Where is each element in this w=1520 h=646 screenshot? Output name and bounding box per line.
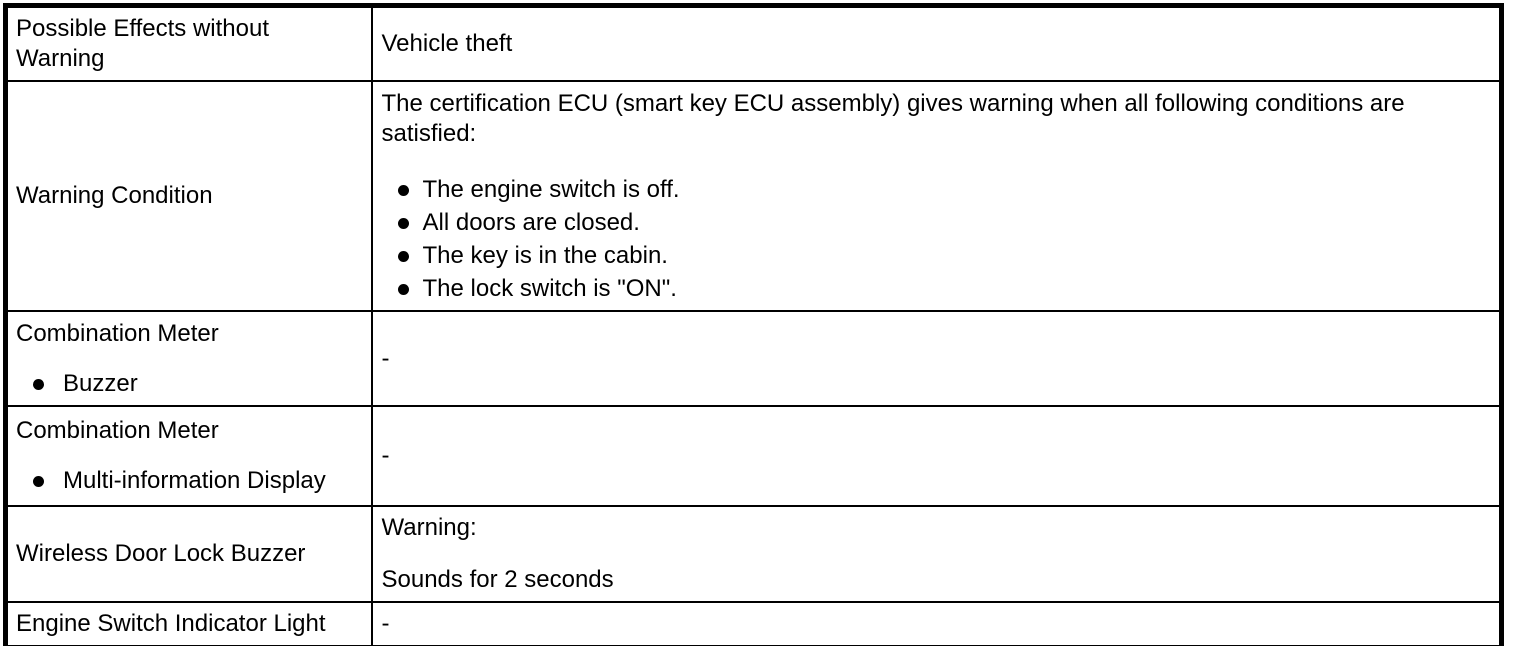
list-item-text: The key is in the cabin.: [422, 242, 668, 269]
row-value-detail: Sounds for 2 seconds: [381, 566, 614, 593]
list-item-text: The engine switch is off.: [422, 176, 680, 203]
list-item-text: The lock switch is "ON".: [422, 275, 677, 302]
bullet-icon: [397, 218, 409, 229]
label-bullet-line: Multi-information Display: [16, 466, 359, 496]
row-value-cell: The certification ECU (smart key ECU ass…: [370, 80, 1503, 312]
row-value-cell: Warning: Sounds for 2 seconds: [370, 505, 1503, 603]
list-item: The lock switch is "ON".: [382, 274, 1488, 304]
table-row-engine-switch-indicator: Engine Switch Indicator Light -: [4, 601, 1503, 646]
list-item: The engine switch is off.: [382, 175, 1488, 205]
smart-key-warning-spec-table: Possible Effects without Warning Vehicle…: [3, 3, 1504, 646]
table-row-combination-meter-buzzer: Combination Meter Buzzer -: [4, 310, 1503, 407]
label-bullet-text: Buzzer: [63, 369, 138, 397]
bullet-icon: [397, 284, 409, 295]
row-label: Engine Switch Indicator Light: [16, 610, 326, 637]
row-label: Combination Meter: [16, 319, 219, 347]
row-label-cell: Wireless Door Lock Buzzer: [4, 505, 373, 603]
table-row-warning-condition: Warning Condition The certification ECU …: [4, 80, 1503, 312]
row-label-cell: Possible Effects without Warning: [4, 4, 373, 82]
row-value: -: [381, 610, 390, 637]
row-label: Possible Effects without Warning: [16, 15, 270, 72]
list-item: All doors are closed.: [382, 208, 1488, 238]
row-label-cell: Combination Meter Multi-information Disp…: [4, 405, 373, 507]
table-row-possible-effects: Possible Effects without Warning Vehicle…: [4, 4, 1503, 82]
bullet-icon: [33, 378, 44, 390]
row-value: -: [381, 344, 390, 372]
row-value-cell: -: [370, 310, 1503, 407]
row-value-cell: -: [370, 601, 1503, 646]
row-label-cell: Engine Switch Indicator Light: [4, 601, 373, 646]
row-label: Combination Meter: [16, 417, 219, 444]
bullet-icon: [397, 185, 409, 196]
row-value-cell: -: [370, 405, 1503, 507]
row-value: -: [381, 442, 390, 469]
table-row-combination-meter-display: Combination Meter Multi-information Disp…: [4, 405, 1503, 507]
row-value-cell: Vehicle theft: [370, 4, 1503, 82]
row-label-cell: Warning Condition: [4, 80, 373, 312]
table-row-wireless-door-lock-buzzer: Wireless Door Lock Buzzer Warning: Sound…: [4, 505, 1503, 603]
warning-condition-bullet-list: The engine switch is off. All doors are …: [382, 175, 1488, 304]
bullet-icon: [33, 476, 44, 487]
row-label-cell: Combination Meter Buzzer: [4, 310, 373, 407]
list-item: The key is in the cabin.: [382, 241, 1488, 271]
row-value: Vehicle theft: [381, 30, 513, 57]
row-label: Wireless Door Lock Buzzer: [16, 540, 306, 567]
bullet-icon: [397, 251, 409, 262]
row-label: Warning Condition: [16, 182, 213, 209]
list-item-text: All doors are closed.: [422, 209, 640, 236]
label-bullet-text: Multi-information Display: [63, 467, 326, 494]
warning-condition-intro: The certification ECU (smart key ECU ass…: [381, 90, 1405, 147]
label-bullet-line: Buzzer: [16, 369, 359, 399]
row-value-title: Warning:: [381, 514, 477, 541]
